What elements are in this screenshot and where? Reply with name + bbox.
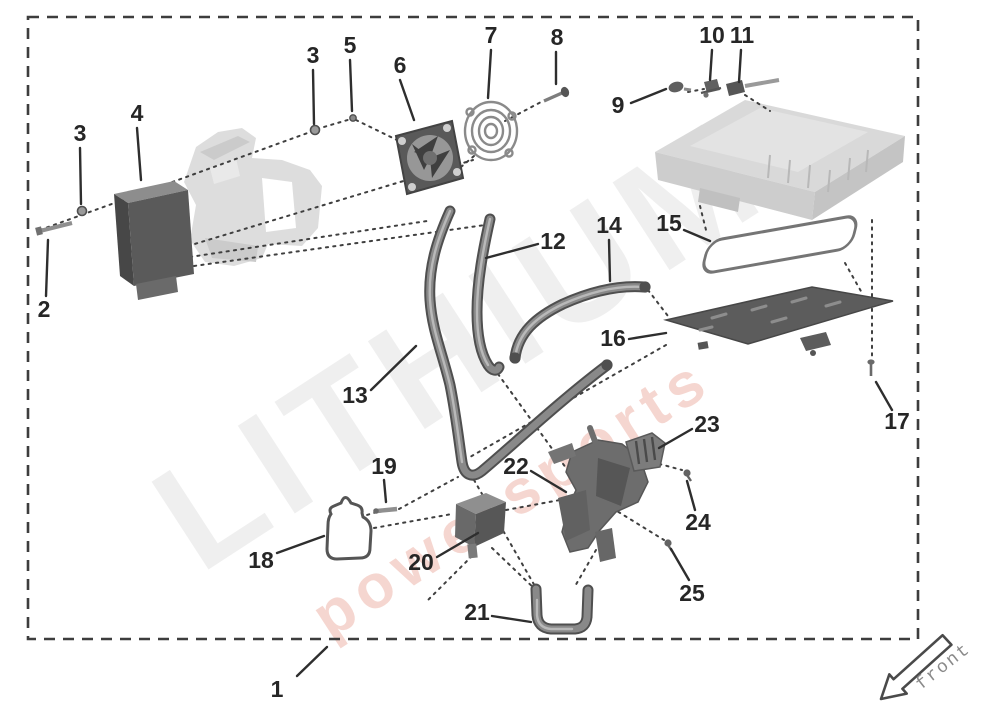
callout-label-3-top: 3: [307, 42, 320, 68]
front-arrow-icon: [879, 633, 953, 701]
callout-labels: 1 2 3 3 4 5 6 7 8 9 10 11 12 13 14 15 16…: [38, 22, 910, 702]
part-gasket: [702, 215, 858, 274]
callout-label-20: 20: [408, 549, 434, 575]
part-mounting-plate: [663, 286, 894, 356]
callout-label-9: 9: [612, 92, 625, 118]
part-hose-21: [530, 583, 594, 635]
callout-label-23: 23: [694, 411, 720, 437]
callout-label-14: 14: [596, 212, 622, 238]
callout-label-13: 13: [342, 382, 368, 408]
diagram-border: [26, 15, 920, 641]
callout-label-22: 22: [503, 453, 529, 479]
callout-label-5: 5: [344, 32, 357, 58]
part-hose-12: [471, 213, 505, 376]
part-hose-13: [424, 205, 613, 481]
callout-label-6: 6: [394, 52, 407, 78]
callout-label-21: 21: [464, 599, 490, 625]
callout-label-1: 1: [271, 676, 284, 702]
callout-leader-lines: [44, 48, 894, 678]
part-hose-14: [509, 281, 651, 364]
callout-label-2: 2: [38, 296, 51, 322]
callout-label-10: 10: [699, 22, 725, 48]
callout-label-17: 17: [884, 408, 910, 434]
part-fan-guard: [463, 100, 519, 162]
callout-label-3-left: 3: [74, 120, 87, 146]
callout-label-16: 16: [600, 325, 626, 351]
callout-label-18: 18: [248, 547, 274, 573]
front-direction-indicator: front: [879, 633, 975, 701]
callout-label-7: 7: [485, 22, 498, 48]
callout-label-15: 15: [656, 210, 682, 236]
callout-label-4: 4: [131, 100, 144, 126]
part-connector: [625, 432, 666, 472]
part-reservoir-bottle: [325, 496, 373, 561]
callout-label-19: 19: [371, 453, 397, 479]
ghost-battery-box: [655, 100, 905, 220]
callout-label-11: 11: [730, 22, 755, 48]
callout-label-24: 24: [685, 509, 711, 535]
part-cooling-fan: [394, 119, 465, 196]
ghost-bracket: [184, 128, 322, 266]
fasteners: [35, 78, 875, 552]
part-bracket-assembly: [548, 425, 666, 562]
callout-label-25: 25: [679, 580, 705, 606]
callout-label-12: 12: [540, 228, 566, 254]
callout-label-8: 8: [551, 24, 564, 50]
part-controller: [114, 181, 194, 300]
